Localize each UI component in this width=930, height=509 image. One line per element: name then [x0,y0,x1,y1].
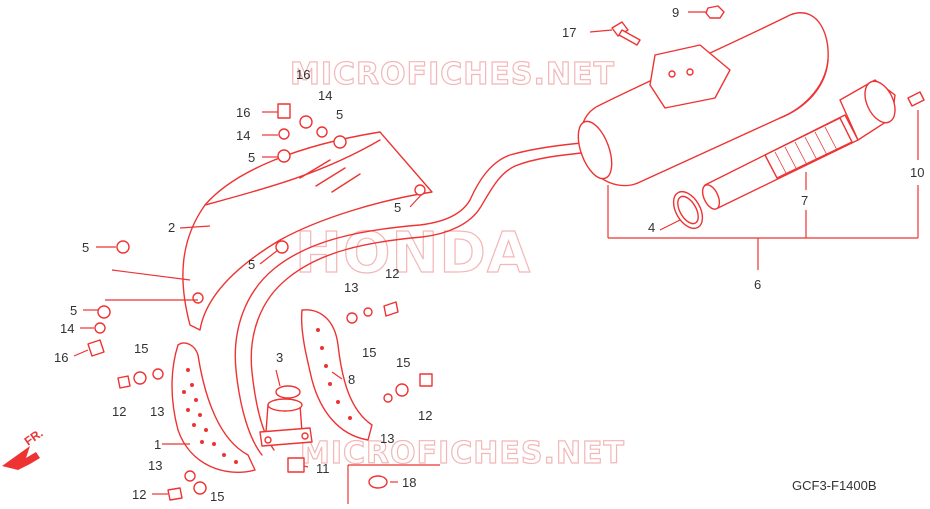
callout-5: 5 [248,257,255,272]
callout-12: 12 [132,487,146,502]
callout-14: 14 [318,88,332,103]
joint-collar [287,457,305,473]
callout-15: 15 [210,489,224,504]
cap-nut [368,475,388,489]
diagram-code: GCF3-F1400B [792,478,877,493]
callout-5: 5 [82,240,89,255]
callout-10: 10 [910,165,924,180]
callout-9: 9 [672,5,679,20]
callout-8: 8 [348,372,355,387]
tail-pipe [701,79,896,210]
callout-5: 5 [70,303,77,318]
callout-14: 14 [236,128,250,143]
callout-7: 7 [801,193,808,208]
callout-18: 18 [402,475,416,490]
front-direction-arrow: FR. [2,426,46,470]
callout-17: 17 [562,25,576,40]
exhaust-pipe [234,141,593,456]
callout-5: 5 [248,150,255,165]
callout-12: 12 [418,408,432,423]
callout-12: 12 [112,404,126,419]
heat-shield-lower [171,342,256,473]
hardware [87,5,925,501]
callout-5: 5 [394,200,401,215]
muffler [577,12,829,187]
callout-13: 13 [150,404,164,419]
callout-6: 6 [754,277,761,292]
callout-13: 13 [380,431,394,446]
callout-14: 14 [60,321,74,336]
leader-lines [73,11,919,504]
callout-numbers: 17 9 10 4 7 6 16 14 5 16 14 5 2 5 5 5 12… [54,5,924,504]
callout-3: 3 [276,350,283,365]
callout-16: 16 [296,67,310,82]
callout-15: 15 [396,355,410,370]
callout-2: 2 [168,220,175,235]
callout-4: 4 [648,220,655,235]
watermark-site-top: MICROFICHES.NET [290,57,615,92]
callout-11: 11 [316,461,330,476]
callout-13: 13 [148,458,162,473]
watermark-site-bottom: MICROFICHES.NET [300,436,625,471]
callout-16: 16 [236,105,250,120]
callout-15: 15 [134,341,148,356]
gasket-ring [672,190,704,230]
exhaust-gasket [275,385,301,399]
callout-5: 5 [336,107,343,122]
callout-1: 1 [154,437,161,452]
watermark-brand: HONDA [295,221,531,286]
callout-15: 15 [362,345,376,360]
front-label: FR. [22,426,46,449]
callout-13: 13 [344,280,358,295]
callout-16: 16 [54,350,68,365]
pipe-protector [182,131,433,331]
callout-12: 12 [385,266,399,281]
